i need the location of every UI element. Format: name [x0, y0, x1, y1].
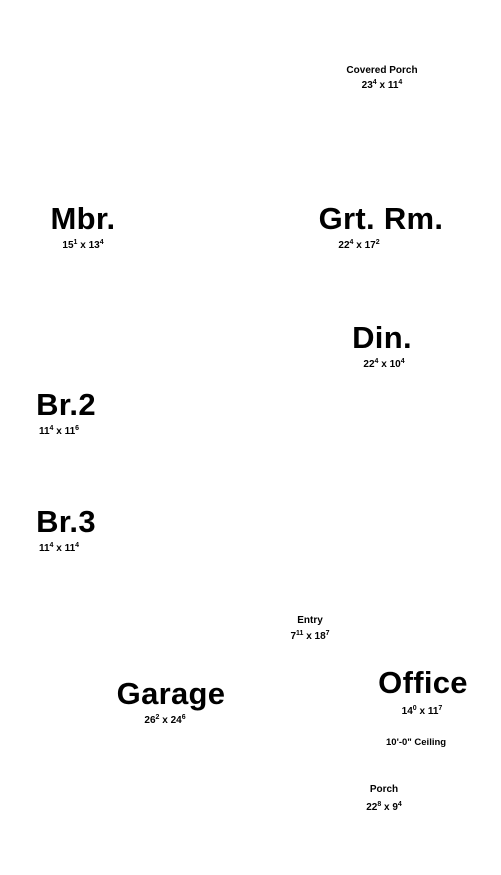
dim-height: 9: [392, 802, 398, 813]
dim-width-inches: 4: [374, 358, 379, 365]
dim-height-inches: 7: [325, 630, 330, 637]
room-name: Office: [378, 665, 468, 700]
dim-width-inches: 2: [155, 714, 160, 721]
dim-height-inches: 4: [75, 542, 80, 549]
dim-width: 22: [338, 240, 350, 251]
room-label-bedroom-2: Br.2 114 x 116: [28, 389, 104, 437]
room-label-garage: Garage 262 x 246: [106, 678, 236, 726]
dim-height: 10: [389, 359, 401, 370]
dim-width: 15: [62, 240, 74, 251]
dim-width: 22: [363, 359, 375, 370]
dim-width-inches: 4: [49, 425, 54, 432]
dim-separator: x: [56, 426, 62, 437]
room-dimensions: 711 x 187: [280, 630, 340, 642]
room-label-office: Office 140 x 117: [368, 667, 478, 717]
dim-width: 11: [38, 543, 50, 554]
room-dimensions: 114 x 114: [28, 542, 90, 554]
dim-separator: x: [381, 359, 387, 370]
room-label-dining: Din. 224 x 104: [344, 322, 420, 370]
dim-width-inches: 4: [349, 239, 354, 246]
dim-height-inches: 2: [375, 239, 380, 246]
dim-height: 11: [427, 706, 439, 717]
dim-width-inches: 8: [377, 801, 382, 808]
room-name: Mbr.: [50, 201, 116, 236]
dim-height-inches: 6: [181, 714, 186, 721]
room-label-bedroom-3: Br.3 114 x 114: [28, 506, 104, 554]
office-ceiling-note: 10'-0" Ceiling: [386, 737, 447, 748]
dim-separator: x: [56, 543, 62, 554]
dim-height-inches: 4: [400, 358, 405, 365]
room-name: Covered Porch: [346, 65, 418, 76]
dim-width: 7: [290, 631, 296, 642]
room-name: Garage: [116, 676, 226, 711]
dim-width-inches: 4: [49, 542, 54, 549]
dim-separator: x: [379, 80, 386, 91]
room-name: Entry: [297, 615, 323, 626]
dim-width-inches: 11: [296, 630, 304, 637]
room-label-covered-porch: Covered Porch 234 x 114: [331, 66, 433, 91]
dim-height: 17: [364, 240, 376, 251]
room-dimensions: 262 x 246: [106, 714, 224, 726]
dim-separator: x: [384, 802, 390, 813]
room-label-entry: Entry 711 x 187: [280, 616, 340, 642]
room-dimensions: 140 x 117: [368, 705, 476, 717]
room-dimensions: 234 x 114: [331, 79, 433, 91]
room-name: Br.3: [36, 504, 96, 539]
dim-height: 11: [387, 80, 399, 91]
dim-height: 24: [170, 715, 182, 726]
room-name: Porch: [369, 784, 399, 795]
dim-height: 11: [64, 426, 76, 437]
dim-width: 11: [38, 426, 50, 437]
room-label-porch: Porch 228 x 94: [356, 785, 412, 813]
dim-height-inches: 4: [398, 79, 403, 86]
dim-height-inches: 4: [397, 801, 402, 808]
dim-width: 22: [366, 802, 378, 813]
dim-width: 14: [401, 706, 413, 717]
dim-height-inches: 4: [99, 239, 104, 246]
room-name: Din.: [352, 320, 412, 355]
room-dimensions: 114 x 116: [28, 425, 90, 437]
room-dimensions: 151 x 134: [36, 239, 130, 251]
room-label-mbr: Mbr. 151 x 134: [36, 203, 130, 251]
room-name: Br.2: [36, 387, 96, 422]
dim-separator: x: [419, 706, 426, 717]
dim-height: 13: [88, 240, 100, 251]
dim-width-inches: 1: [73, 239, 78, 246]
dim-separator: x: [356, 240, 362, 251]
room-dimensions: 224 x 172: [306, 239, 412, 251]
room-dimensions: 228 x 94: [356, 801, 412, 813]
dim-width: 26: [144, 715, 156, 726]
dim-height: 18: [314, 631, 326, 642]
room-name: Grt. Rm.: [318, 201, 444, 236]
dim-height-inches: 7: [438, 705, 443, 712]
dim-separator: x: [80, 240, 86, 251]
room-dimensions: 224 x 104: [348, 358, 420, 370]
dim-separator: x: [306, 631, 312, 642]
dim-separator: x: [162, 715, 168, 726]
dim-width: 23: [361, 80, 373, 91]
room-label-great-room: Grt. Rm. 224 x 172: [306, 203, 456, 251]
dim-height-inches: 6: [75, 425, 80, 432]
dim-width-inches: 4: [372, 79, 377, 86]
dim-height: 11: [64, 543, 76, 554]
dim-width-inches: 0: [412, 705, 417, 712]
